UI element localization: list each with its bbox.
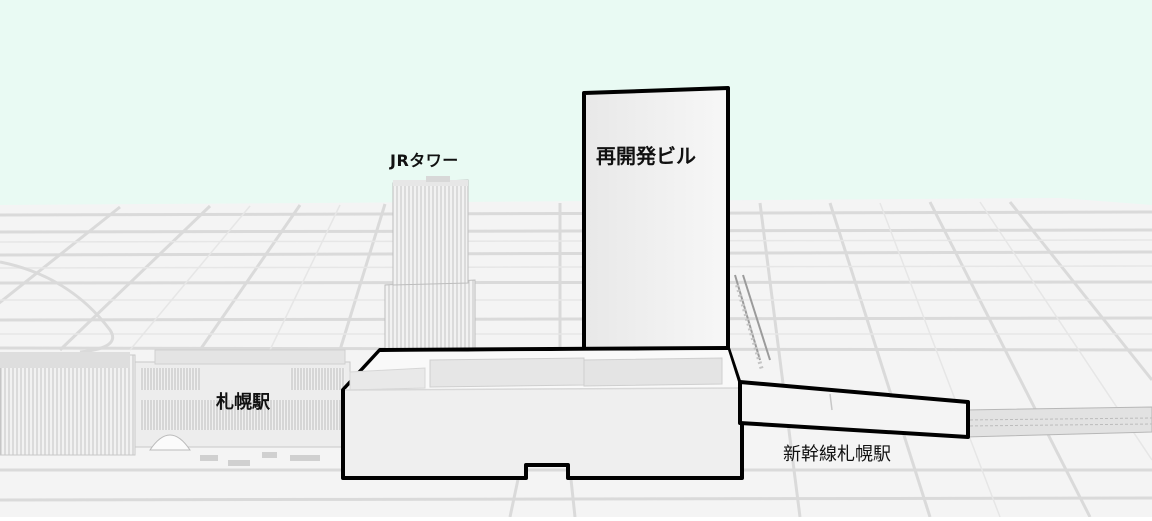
elevated-track (964, 406, 1152, 438)
redevelopment-building-outline (341, 86, 744, 480)
shinkansen-station-outline (738, 380, 970, 439)
sapporo-station-building (0, 349, 351, 466)
jr-tower-label: JRタワー (390, 151, 459, 170)
jr-tower (384, 176, 476, 353)
street-grid (0, 201, 1152, 518)
curved-road (0, 260, 114, 354)
sapporo-station-label: 札幌駅 (216, 392, 270, 413)
redevelopment-building-label: 再開発ビル (596, 144, 696, 168)
railway-tracks (734, 274, 771, 371)
sky (0, 0, 1152, 205)
shinkansen-station-label: 新幹線札幌駅 (783, 444, 891, 465)
